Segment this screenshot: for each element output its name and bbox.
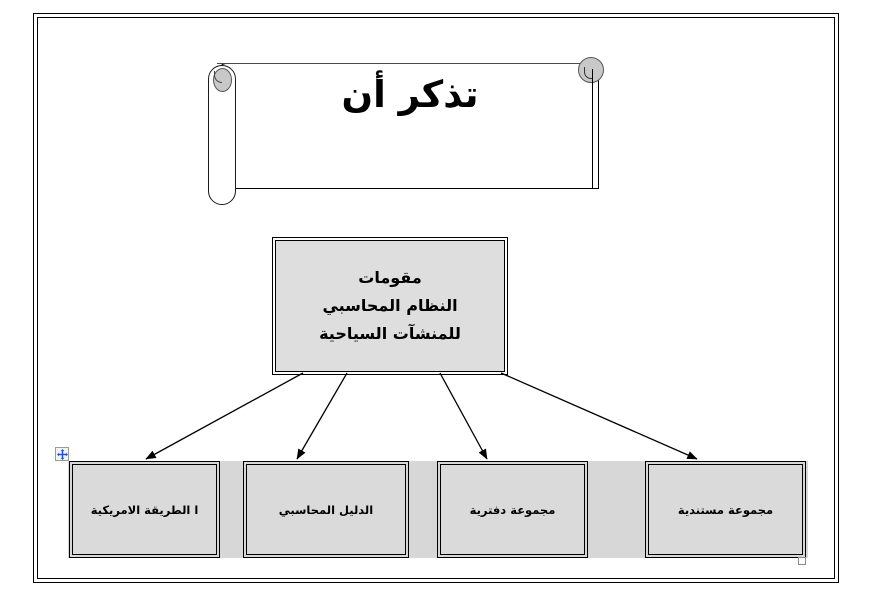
banner-title: تذكر أن — [341, 73, 479, 116]
root-node-line-3: للمنشآت السياحية — [319, 324, 461, 343]
leaf-node-label: مجموعة مستندية — [677, 502, 774, 517]
leaf-node-accounting-guide[interactable]: الدليل المحاسبي — [243, 461, 409, 558]
root-node-line-1: مقومات — [358, 268, 422, 287]
root-node[interactable]: مقومات النظام المحاسبي للمنشآت السياحية — [272, 237, 508, 375]
scroll-banner[interactable]: تذكر أن — [205, 57, 604, 207]
resize-square-icon[interactable] — [798, 557, 806, 565]
leaf-node-label: الدليل المحاسبي — [278, 502, 374, 517]
leaf-node-label: ا الطريقة الامريكية — [90, 502, 199, 517]
page-border-inner — [37, 17, 835, 579]
leaf-node-document-group[interactable]: مجموعة مستندية — [645, 461, 806, 558]
scroll-curl-right-stem — [592, 69, 593, 189]
root-node-line-2: النظام المحاسبي — [322, 296, 458, 315]
leaf-node-american-method[interactable]: ا الطريقة الامريكية — [69, 461, 220, 558]
move-cross-icon[interactable] — [55, 447, 69, 461]
leaf-node-ledger-group[interactable]: مجموعة دفترية — [437, 461, 588, 558]
scroll-curl-right-hook-icon — [584, 67, 593, 79]
page-border-outer — [33, 13, 839, 583]
scroll-sheet-top-edge — [217, 63, 599, 64]
leaf-node-label: مجموعة دفترية — [469, 502, 556, 517]
scroll-sheet — [217, 63, 599, 189]
